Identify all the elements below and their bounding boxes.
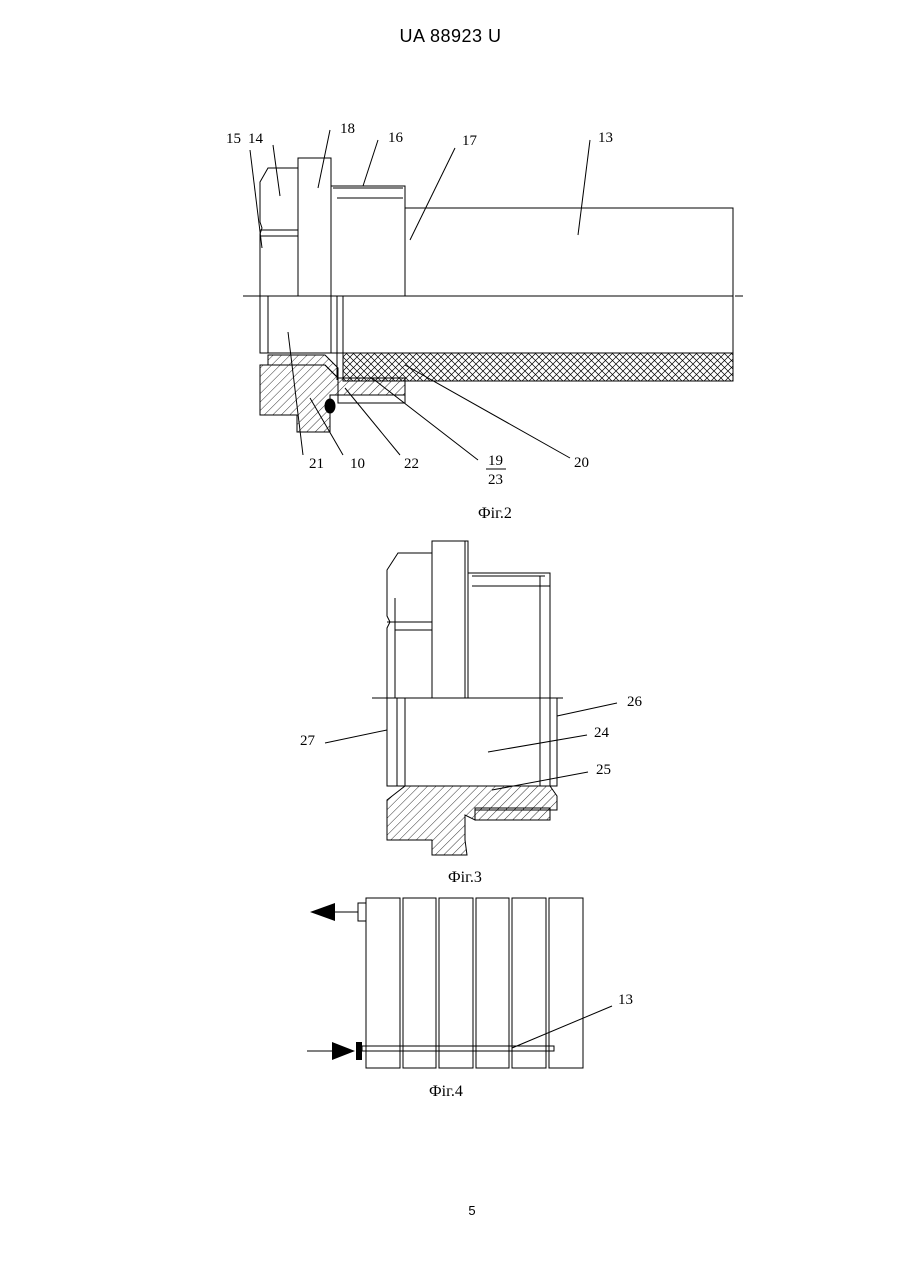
label-20: 20 bbox=[574, 455, 589, 471]
page-number: 5 bbox=[0, 1203, 901, 1218]
label-14: 14 bbox=[248, 131, 264, 147]
figure-3-leaders bbox=[325, 703, 617, 790]
bore-24 bbox=[387, 698, 557, 786]
label-13: 13 bbox=[618, 992, 633, 1008]
label-26: 26 bbox=[627, 694, 643, 710]
figure-4-leaders bbox=[512, 1006, 612, 1048]
figure-4 bbox=[307, 898, 583, 1068]
figure-2-labels: 15 14 18 16 17 13 21 10 22 19 23 20 Фіг.… bbox=[226, 121, 613, 522]
label-19: 19 bbox=[488, 453, 503, 469]
figure-4-caption: Фіг.4 bbox=[429, 1083, 463, 1100]
figure-3-caption: Фіг.3 bbox=[448, 869, 482, 886]
body bbox=[468, 573, 550, 698]
radiator-section-1 bbox=[366, 898, 400, 1068]
outlet-connector bbox=[358, 903, 366, 921]
radiator-section-2 bbox=[403, 898, 436, 1068]
label-13: 13 bbox=[598, 130, 613, 146]
label-16: 16 bbox=[388, 130, 404, 146]
label-21: 21 bbox=[309, 456, 324, 472]
figure-2-caption: Фіг.2 bbox=[478, 505, 512, 522]
flange-18 bbox=[298, 158, 331, 296]
pipe-13-upper bbox=[405, 208, 733, 296]
body-16 bbox=[331, 186, 405, 296]
radiator-section-5 bbox=[512, 898, 546, 1068]
label-18: 18 bbox=[340, 121, 355, 137]
flange bbox=[432, 541, 468, 698]
radiator-section-6 bbox=[549, 898, 583, 1068]
label-22: 22 bbox=[404, 456, 419, 472]
label-15: 15 bbox=[226, 131, 241, 147]
outlet-arrow-icon bbox=[310, 903, 335, 921]
label-24: 24 bbox=[594, 725, 610, 741]
pipe-wall-20 bbox=[343, 353, 733, 381]
inner-pipe-13 bbox=[362, 1046, 554, 1051]
pipe-13-lower bbox=[343, 296, 733, 353]
inlet-arrow-icon bbox=[332, 1042, 355, 1060]
seal-ring bbox=[325, 399, 335, 413]
label-23: 23 bbox=[488, 472, 503, 488]
label-17: 17 bbox=[462, 133, 478, 149]
label-27: 27 bbox=[300, 733, 316, 749]
label-10: 10 bbox=[350, 456, 365, 472]
radiator-section-4 bbox=[476, 898, 509, 1068]
figure-3 bbox=[372, 541, 563, 855]
figure-4-arrows bbox=[310, 903, 362, 1060]
nut-hex bbox=[387, 553, 432, 698]
figure-2 bbox=[243, 158, 743, 432]
radiator-section-3 bbox=[439, 898, 473, 1068]
label-25: 25 bbox=[596, 762, 611, 778]
